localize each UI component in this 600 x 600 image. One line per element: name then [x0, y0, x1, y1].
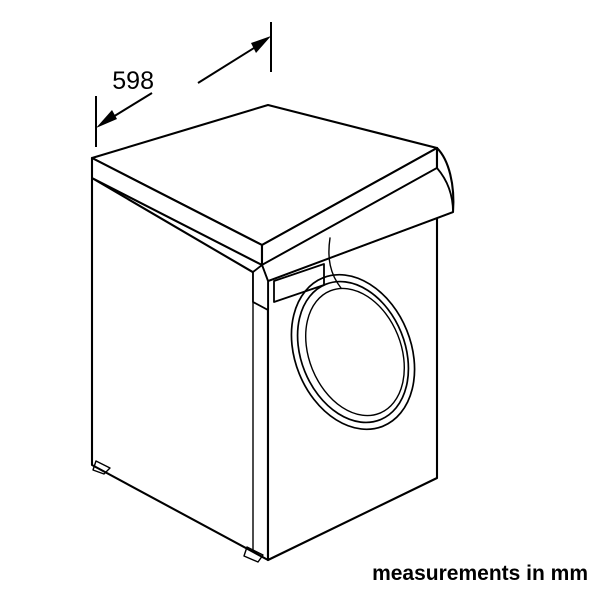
control-panel-left-return [252, 264, 269, 311]
dimension-arrow-head-left [96, 110, 117, 128]
control-panel [261, 167, 454, 282]
door-mid-ring [296, 280, 410, 424]
front-foot [243, 546, 264, 563]
dimension-line-left-segment [107, 92, 153, 121]
door-outer-ring [290, 273, 416, 431]
units-caption: measurements in mm [372, 562, 588, 585]
door-inner-glass [305, 287, 405, 417]
rear-foot [92, 460, 111, 475]
dimension-value-598: 598 [112, 67, 154, 95]
control-panel-seam [328, 237, 342, 289]
dimension-line-right-segment [197, 42, 263, 84]
dimension-598-group: 598 [95, 22, 272, 147]
dimension-arrow-head-right [251, 36, 271, 53]
washing-machine-body [90, 103, 455, 563]
